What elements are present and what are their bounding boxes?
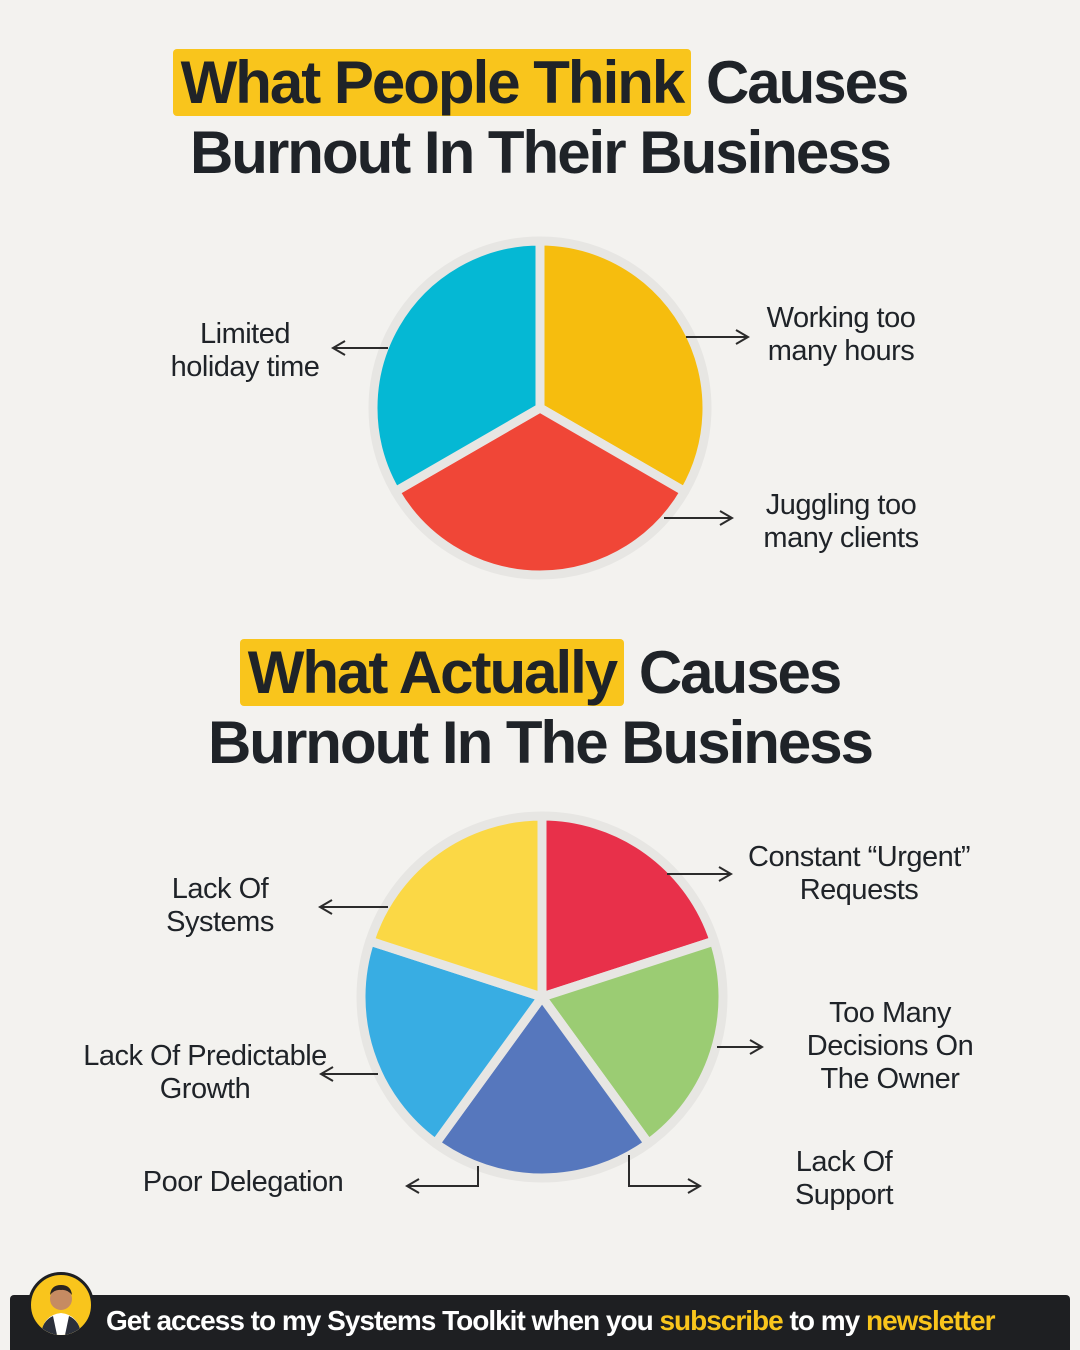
section2-title: What Actually Causes Burnout In The Busi… xyxy=(0,638,1080,778)
section2-title-rest: Causes xyxy=(624,639,842,706)
arrow-decisions xyxy=(717,1039,764,1055)
label-juggling-too-many-clients: Juggling too many clients xyxy=(763,489,919,554)
footer-text-part2: to my xyxy=(782,1305,866,1336)
actual-slice-4 xyxy=(356,936,547,1148)
section1-title-highlight: What People Think xyxy=(172,49,692,116)
label-working-too-many-hours: Working too many hours xyxy=(766,302,916,367)
label-lack-of-systems: Lack Of Systems xyxy=(166,873,274,938)
arrow-systems xyxy=(318,899,388,915)
label-lack-of-support: Lack Of Support xyxy=(794,1146,894,1211)
footer-newsletter-link[interactable]: newsletter xyxy=(865,1305,995,1336)
arrow-support xyxy=(628,1155,702,1194)
actual-slice-2 xyxy=(537,936,728,1148)
section2-title-line2: Burnout In The Business xyxy=(207,709,874,776)
arrow-delegation xyxy=(405,1166,479,1194)
pie-chart-perceived xyxy=(331,236,750,580)
section1-title-rest: Causes xyxy=(691,49,909,116)
actual-slice-5 xyxy=(365,811,547,1002)
label-too-many-decisions: Too Many Decisions On The Owner xyxy=(806,997,974,1095)
section1-title-line2: Burnout In Their Business xyxy=(189,119,892,186)
footer-cta-text[interactable]: Get access to my Systems Toolkit when yo… xyxy=(106,1303,995,1339)
label-poor-delegation: Poor Delegation xyxy=(142,1166,344,1198)
arrow-holiday xyxy=(331,340,388,356)
footer-banner[interactable] xyxy=(10,1295,1070,1350)
label-lack-of-predictable-growth: Lack Of Predictable Growth xyxy=(83,1040,327,1105)
arrow-working xyxy=(686,329,750,345)
arrow-urgent xyxy=(667,866,733,882)
section2-title-highlight: What Actually xyxy=(239,639,625,706)
label-constant-urgent-requests: Constant “Urgent” Requests xyxy=(748,841,971,906)
perceived-slice-2 xyxy=(390,403,690,580)
section1-title: What People Think Causes Burnout In Thei… xyxy=(0,48,1080,188)
avatar xyxy=(28,1272,94,1338)
label-limited-holiday-time: Limited holiday time xyxy=(170,318,320,383)
perceived-slice-3 xyxy=(368,236,545,496)
footer-text-part1: Get access to my Systems Toolkit when yo… xyxy=(106,1305,660,1336)
pie-chart-actual xyxy=(318,811,764,1194)
person-icon xyxy=(41,1285,81,1335)
footer-subscribe-link[interactable]: subscribe xyxy=(659,1305,783,1336)
arrow-growth xyxy=(319,1066,378,1082)
arrow-juggling xyxy=(664,510,734,526)
